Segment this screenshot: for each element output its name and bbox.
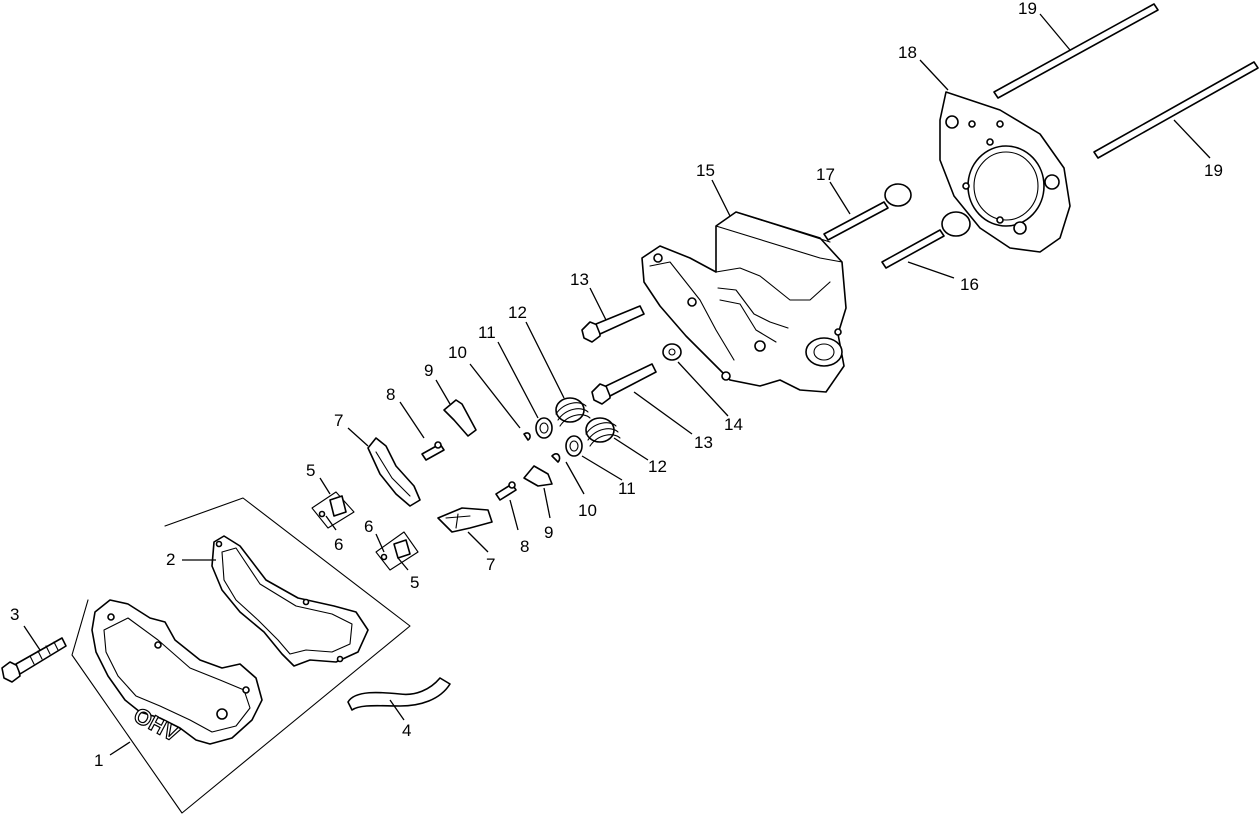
callout-12-upper: 12 [508, 303, 527, 322]
valve-spring-lower [585, 417, 621, 447]
callout-13-upper: 13 [570, 270, 589, 289]
callout-3: 3 [10, 605, 19, 624]
leader-lines [23, 13, 1211, 756]
guide-plate-lower [523, 465, 553, 487]
rocker-stud-upper [421, 441, 445, 461]
callout-10-lower: 10 [578, 501, 597, 520]
callout-9-upper: 9 [424, 361, 433, 380]
retainer-lower [551, 453, 561, 463]
rocker-stud-lower [495, 481, 517, 501]
valve-cover: OHV [91, 599, 263, 748]
callout-9-lower: 9 [544, 523, 553, 542]
callout-8-upper: 8 [386, 385, 395, 404]
intake-valve [823, 183, 912, 241]
callout-14: 14 [724, 415, 743, 434]
push-rod-lower [1093, 61, 1259, 159]
callout-11-upper: 11 [478, 323, 496, 342]
callout-5-upper: 5 [306, 461, 315, 480]
valve-spring-upper [555, 397, 591, 427]
callout-6-lower: 6 [364, 517, 373, 536]
callout-13-lower: 13 [694, 433, 713, 452]
retainer-upper [523, 432, 531, 441]
callout-15: 15 [696, 161, 715, 180]
head-bolt-upper [581, 305, 645, 343]
exhaust-valve [881, 211, 971, 269]
spring-cap-upper [535, 417, 553, 439]
callout-17: 17 [816, 165, 835, 184]
head-bolt-lower [591, 363, 657, 405]
rocker-arm-lower [437, 507, 493, 533]
stud-kit-lower [375, 531, 419, 571]
callout-11-lower: 11 [618, 479, 636, 498]
callout-12-lower: 12 [648, 457, 667, 476]
callout-4: 4 [402, 721, 411, 740]
cover-gasket [211, 535, 369, 667]
guide-plate-upper [443, 399, 477, 437]
cover-kit-frame [71, 497, 411, 814]
rocker-arm-upper [367, 437, 421, 507]
callout-7-lower: 7 [486, 555, 495, 574]
callout-19-upper: 19 [1018, 0, 1037, 18]
callout-19-lower: 19 [1204, 161, 1223, 180]
callout-6-upper: 6 [334, 535, 343, 554]
washer [662, 343, 682, 361]
callout-5-lower: 5 [410, 573, 419, 592]
callout-16: 16 [960, 275, 979, 294]
cylinder-head [641, 211, 847, 393]
callout-18: 18 [898, 43, 917, 62]
callout-8-lower: 8 [520, 537, 529, 556]
callout-1: 1 [94, 751, 103, 770]
callout-10-upper: 10 [448, 343, 467, 362]
breather-hose [347, 677, 451, 711]
spring-cap-lower [565, 435, 583, 457]
callout-7-upper: 7 [334, 411, 343, 430]
callout-2: 2 [166, 550, 175, 569]
head-gasket [939, 91, 1071, 253]
stud-kit-upper [311, 491, 355, 529]
push-rod-upper [993, 3, 1159, 99]
callout-labels: 1 2 3 4 5 5 6 6 7 7 8 8 9 9 10 10 11 11 … [10, 0, 1223, 770]
cover-screw [1, 637, 67, 683]
